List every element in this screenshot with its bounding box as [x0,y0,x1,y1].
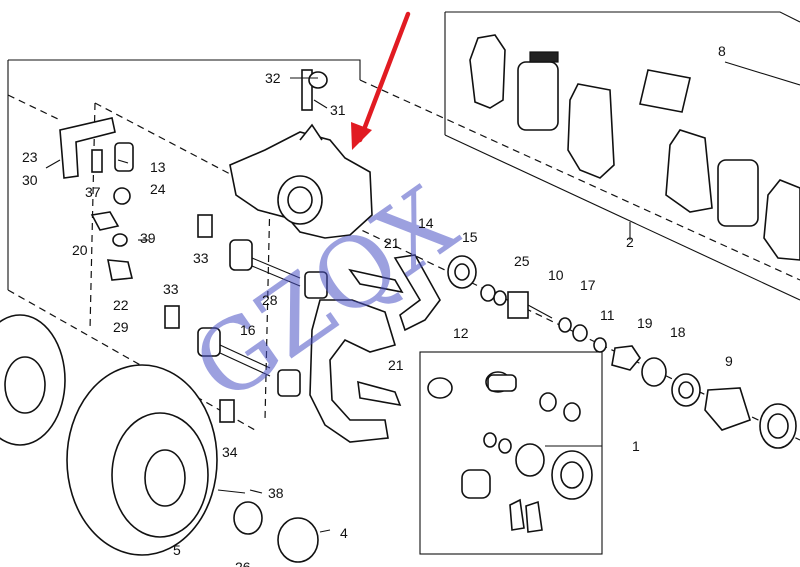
part-label-26: 26 [235,559,251,567]
part-label-1: 1 [632,438,640,454]
seal-kit-contents [427,371,593,533]
part-label-12: 12 [453,325,469,341]
part-label-4: 4 [340,525,348,541]
part-label-30: 30 [22,172,38,188]
part-label-17: 17 [580,277,596,293]
pad-kit-box [444,11,800,301]
part-label-24: 24 [150,181,166,197]
part-label-29: 29 [113,319,129,335]
clips-and-shims [348,254,441,407]
part-labels: 8 2 32 31 23 30 13 24 37 39 20 22 29 33 … [22,43,733,567]
part-label-15: 15 [462,229,478,245]
part-label-38: 38 [268,485,284,501]
slide-pins [164,214,328,423]
part-label-2: 2 [626,234,634,250]
part-label-14: 14 [418,215,434,231]
part-label-22: 22 [113,297,129,313]
part-label-9: 9 [725,353,733,369]
part-label-18: 18 [670,324,686,340]
part-label-34: 34 [222,444,238,460]
part-label-25: 25 [514,253,530,269]
leader-lines [45,61,800,533]
part-label-32: 32 [265,70,281,86]
red-arrow-icon [351,11,411,150]
part-label-33a: 33 [193,250,209,266]
brake-pads [469,34,800,261]
caliper-body [229,69,373,239]
part-label-5: 5 [173,542,181,558]
part-label-11: 11 [600,307,615,323]
part-label-21b: 21 [388,357,404,373]
part-label-28: 28 [262,292,278,308]
part-label-39: 39 [140,230,156,246]
part-label-20: 20 [72,242,88,258]
part-label-23: 23 [22,149,38,165]
brake-rotor [0,314,319,563]
part-label-10: 10 [548,267,564,283]
part-label-16: 16 [240,322,256,338]
part-label-8: 8 [718,43,726,59]
part-label-19: 19 [637,315,653,331]
part-label-33b: 33 [163,281,179,297]
bleeder-hardware [59,117,134,281]
part-label-21a: 21 [384,235,400,251]
caliper-bracket [309,299,397,443]
part-label-37: 37 [85,184,101,200]
part-label-31: 31 [330,102,346,118]
piston-parts [447,255,797,449]
part-label-13: 13 [150,159,166,175]
seal-kit-box [419,351,603,555]
